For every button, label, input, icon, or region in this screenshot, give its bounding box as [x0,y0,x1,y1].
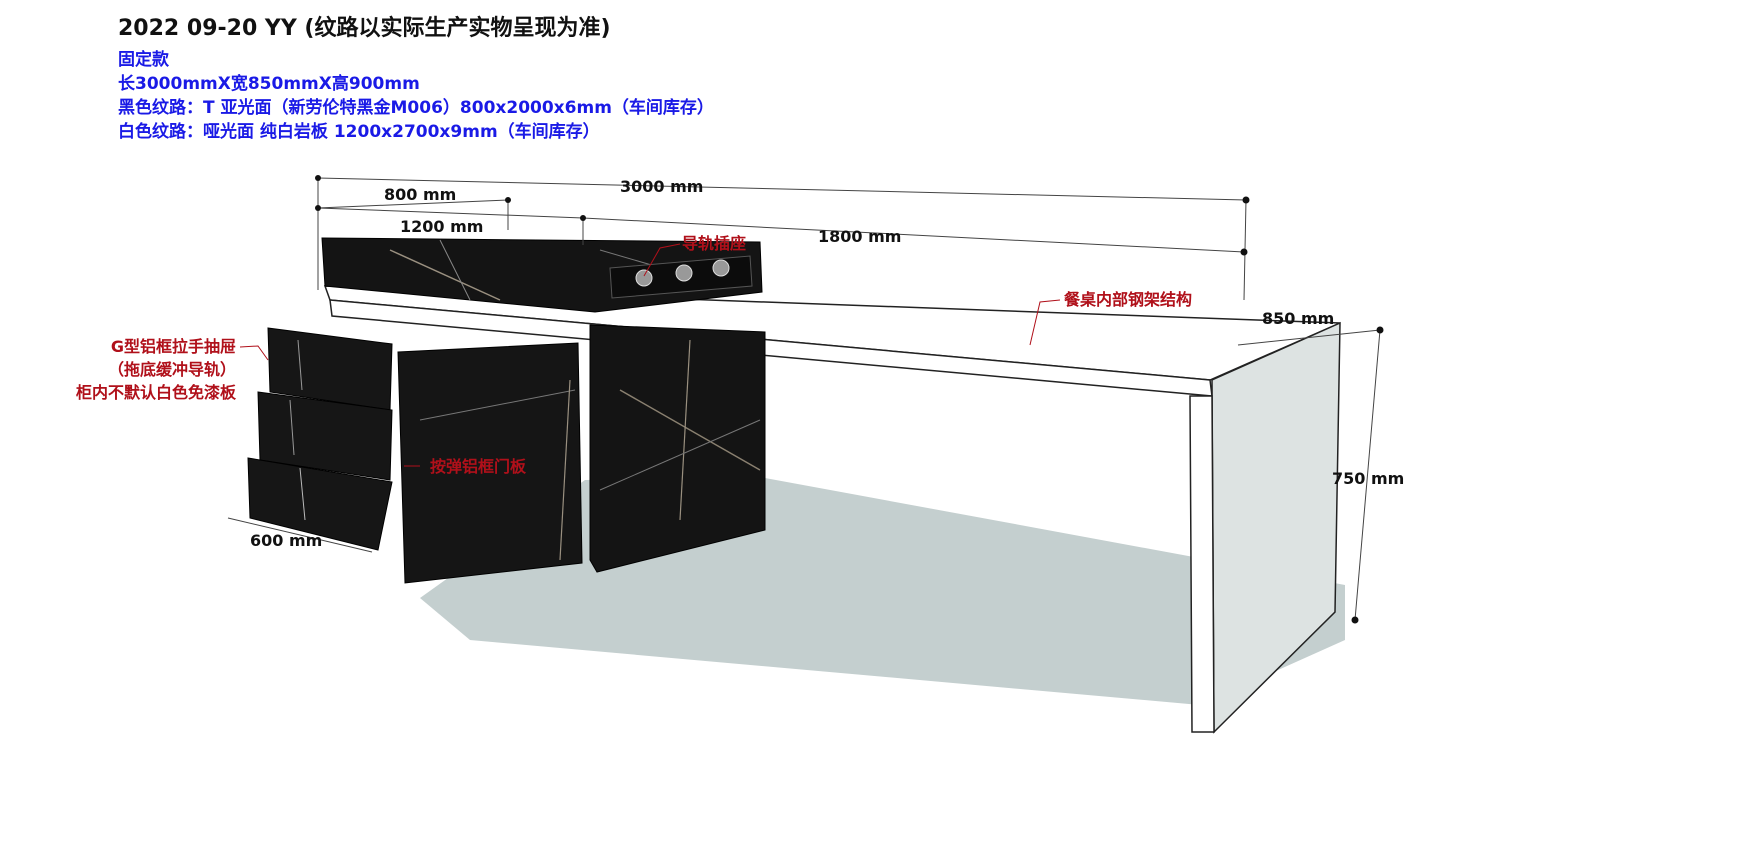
drawing-title: 2022 09-20 YY (纹路以实际生产实物呈现为准) [118,16,611,41]
spec-line-size: 长3000mmX宽850mmX高900mm [118,74,420,94]
dim-600: 600 mm [250,531,322,550]
marble-vein [419,389,576,421]
marble-vein [679,339,691,521]
annotation-drawer-1: G型铝框拉手抽屉 [111,337,236,356]
dim-750: 750 mm [1332,469,1404,488]
dim-850: 850 mm [1262,309,1334,328]
spec-line-white-texture: 白色纹路：哑光面 纯白岩板 1200x2700x9mm（车间库存） [118,122,600,142]
dim-800: 800 mm [384,185,456,204]
marble-vein [619,389,761,471]
leg-front-edge [1189,395,1215,733]
marble-vein [289,399,295,456]
drawer-bottom [247,457,393,551]
lower-cabinet [589,324,766,573]
socket-icon [712,259,730,277]
marble-vein [389,249,501,301]
socket-icon [675,264,693,282]
leg-side-face [1211,321,1341,734]
marble-vein [439,239,471,301]
annotation-drawer-3: 柜内不默认白色免漆板 [76,383,237,402]
marble-vein [299,467,306,521]
annotation-steel-frame: 餐桌内部钢架结构 [1063,290,1192,309]
marble-vein [599,419,761,491]
dimension-endpoints [315,175,1384,624]
annotation-drawer-2: （拖底缓冲导轨） [108,360,236,379]
dim-3000: 3000 mm [620,177,703,196]
dim-1200: 1200 mm [400,217,483,236]
spec-line-style: 固定款 [118,50,169,70]
spec-line-black-texture: 黑色纹路：T 亚光面（新劳伦特黑金M006）800x2000x6mm（车间库存） [118,98,714,118]
annotation-socket: 导轨插座 [682,234,746,253]
marble-vein [297,339,303,391]
dim-1800: 1800 mm [818,227,901,246]
annotation-door: 按弹铝框门板 [430,457,527,476]
socket-icon [635,269,653,287]
open-door [397,342,583,584]
dimension-lines [227,177,1381,621]
marble-vein [559,379,571,561]
annotation-leaders [239,243,1061,467]
